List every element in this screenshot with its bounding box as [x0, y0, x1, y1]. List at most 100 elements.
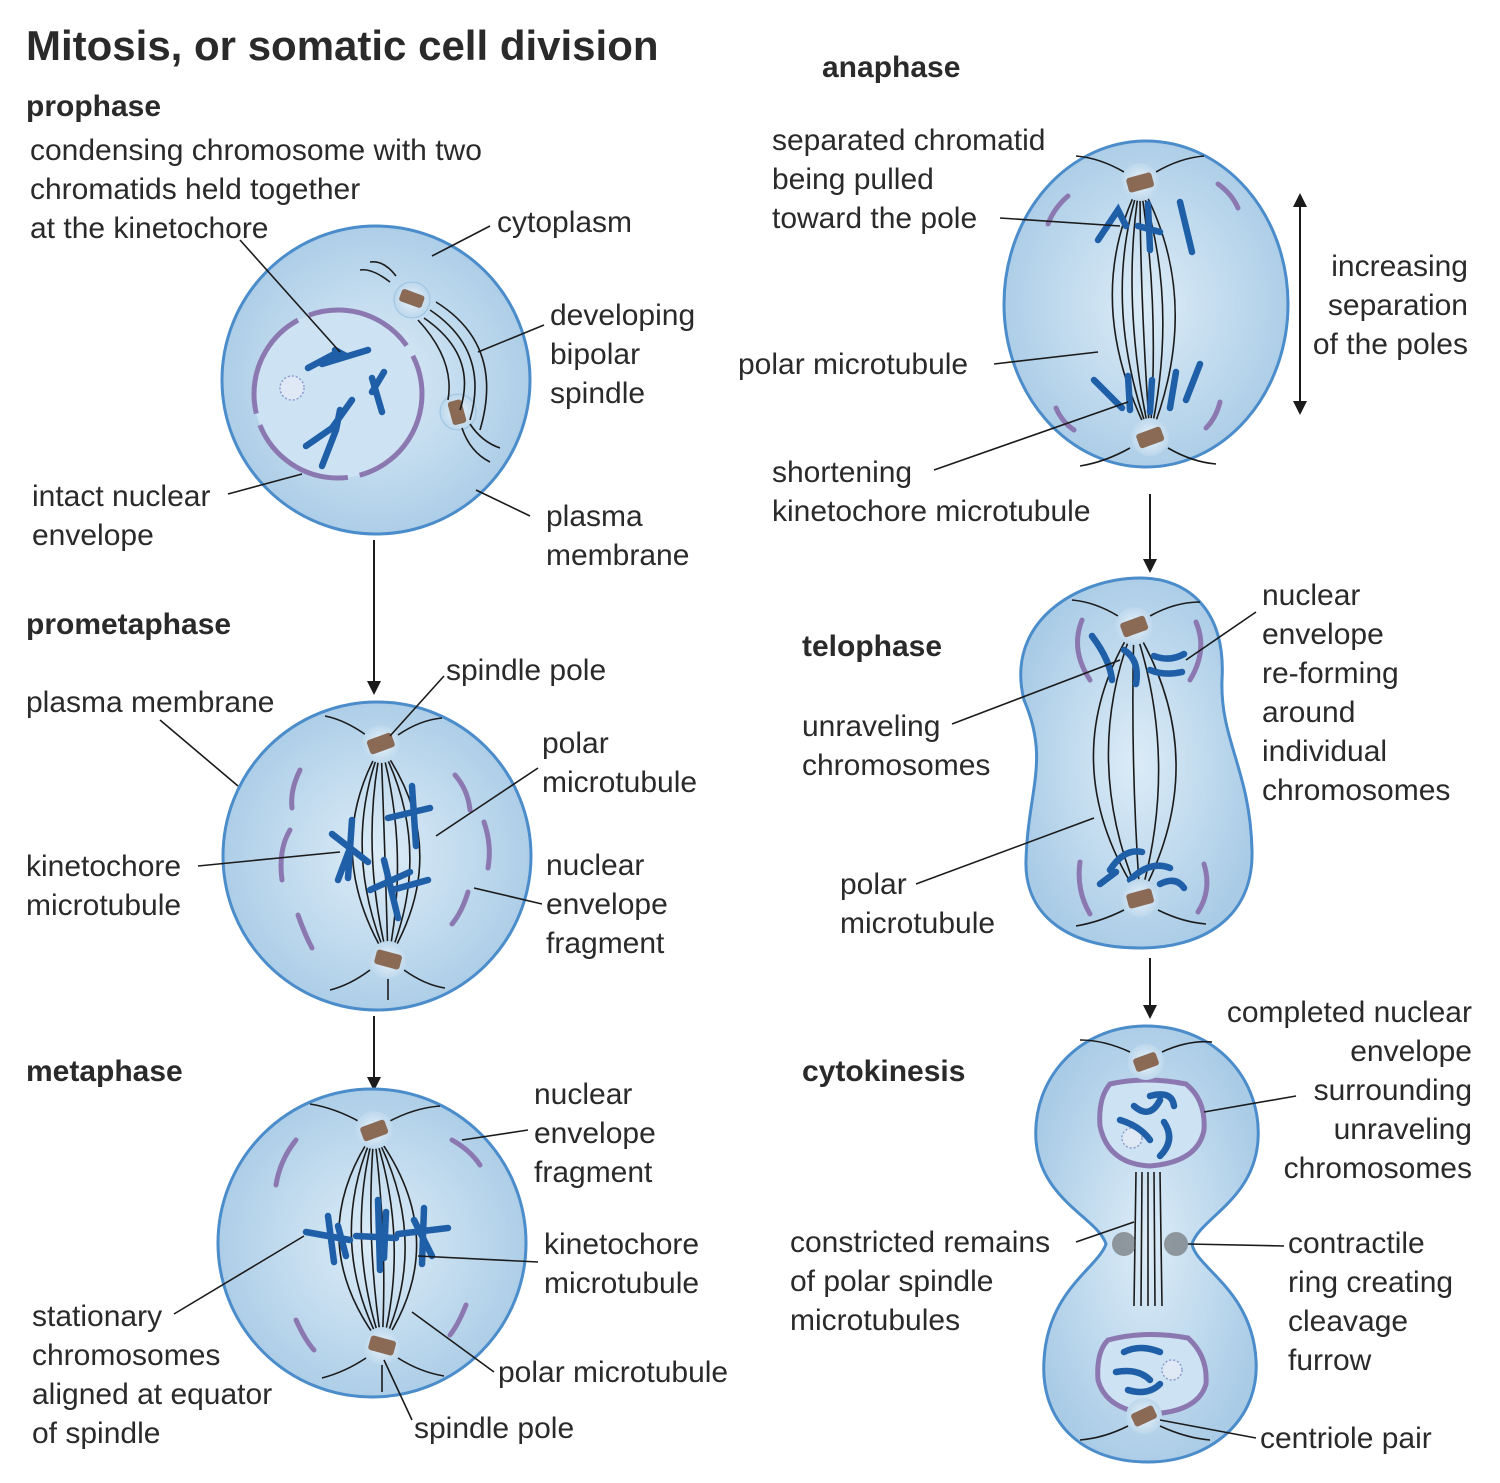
svg-text:polar: polar	[542, 727, 609, 760]
centrosome	[393, 281, 431, 319]
svg-text:microtubule: microtubule	[544, 1267, 699, 1300]
svg-text:contractile: contractile	[1288, 1227, 1425, 1260]
svg-text:of the poles: of the poles	[1313, 328, 1468, 361]
label-centriole-pair: centriole pair	[1260, 1422, 1432, 1455]
label-condensing-chromosome: condensing chromosome with two chromatid…	[30, 134, 482, 245]
leader-line	[389, 675, 445, 737]
label-kinetochore-microtubule: kinetochore microtubule	[26, 850, 181, 922]
leader-line	[417, 1255, 539, 1263]
svg-text:envelope: envelope	[1350, 1035, 1472, 1068]
label-envelope-reforming: nuclear envelope re-forming around indiv…	[1262, 579, 1450, 807]
label-nuclear-envelope-fragment: nuclear envelope fragment	[534, 1078, 656, 1189]
leader-line	[461, 1129, 529, 1141]
label-nuclear-envelope-fragment: nuclear envelope fragment	[546, 849, 668, 960]
svg-text:kinetochore: kinetochore	[26, 850, 181, 883]
metaphase-cell	[216, 1087, 528, 1399]
prometaphase-cell	[221, 700, 533, 1012]
svg-text:of polar spindle: of polar spindle	[790, 1265, 993, 1298]
leader-line	[475, 489, 531, 517]
label-developing-spindle: developing bipolar spindle	[550, 299, 695, 410]
svg-text:furrow: furrow	[1288, 1344, 1372, 1377]
leader-line	[993, 351, 1099, 365]
svg-text:microtubule: microtubule	[840, 907, 995, 940]
svg-text:kinetochore microtubule: kinetochore microtubule	[772, 495, 1091, 528]
svg-text:at the kinetochore: at the kinetochore	[30, 212, 269, 245]
label-spindle-pole: spindle pole	[414, 1412, 574, 1445]
svg-text:being pulled: being pulled	[772, 163, 934, 196]
svg-text:constricted remains: constricted remains	[790, 1226, 1050, 1259]
svg-text:envelope: envelope	[32, 519, 154, 552]
svg-text:individual: individual	[1262, 735, 1387, 768]
label-shortening-kinetochore: shortening kinetochore microtubule	[772, 456, 1091, 528]
leader-line	[197, 851, 341, 867]
svg-text:completed nuclear: completed nuclear	[1227, 996, 1472, 1029]
svg-text:nuclear: nuclear	[534, 1078, 632, 1111]
svg-text:increasing: increasing	[1331, 250, 1468, 283]
leader-line	[915, 817, 1095, 885]
svg-text:ring creating: ring creating	[1288, 1266, 1453, 1299]
diagram-title: Mitosis, or somatic cell division	[26, 22, 659, 69]
leader-line	[227, 473, 303, 495]
svg-text:bipolar: bipolar	[550, 338, 640, 371]
svg-text:chromosomes: chromosomes	[32, 1339, 220, 1372]
svg-text:unraveling: unraveling	[1334, 1113, 1472, 1146]
label-polar-microtubule: polar microtubule	[542, 727, 697, 799]
svg-text:envelope: envelope	[1262, 618, 1384, 651]
svg-text:around: around	[1262, 696, 1355, 729]
label-intact-envelope: intact nuclear envelope	[32, 480, 210, 552]
svg-text:membrane: membrane	[546, 539, 689, 572]
leader-line	[473, 887, 543, 905]
phase-heading-metaphase: metaphase	[26, 1055, 183, 1088]
phase-heading-prophase: prophase	[26, 90, 161, 123]
svg-text:chromatids held together: chromatids held together	[30, 173, 360, 206]
svg-text:microtubule: microtubule	[26, 889, 181, 922]
svg-text:fragment: fragment	[546, 927, 665, 960]
svg-text:toward the pole: toward the pole	[772, 202, 977, 235]
label-polar-microtubule: polar microtubule	[738, 348, 968, 381]
label-separated-chromatid: separated chromatid being pulled toward …	[772, 124, 1046, 235]
leader-line	[1159, 1419, 1257, 1439]
label-spindle-pole: spindle pole	[446, 654, 606, 687]
svg-text:unraveling: unraveling	[802, 710, 940, 743]
phase-heading-cytokinesis: cytokinesis	[802, 1055, 965, 1088]
label-polar-microtubule: polar microtubule	[498, 1356, 728, 1389]
centrosome	[439, 393, 477, 431]
leader-line	[239, 239, 341, 353]
leader-line	[1187, 1243, 1285, 1247]
svg-text:shortening: shortening	[772, 456, 912, 489]
phase-heading-prometaphase: prometaphase	[26, 608, 231, 641]
svg-text:kinetochore: kinetochore	[544, 1228, 699, 1261]
label-increasing-separation: increasing separation of the poles	[1313, 250, 1468, 361]
svg-text:microtubules: microtubules	[790, 1304, 960, 1337]
phase-heading-anaphase: anaphase	[822, 51, 960, 84]
svg-text:separated chromatid: separated chromatid	[772, 124, 1046, 157]
label-kinetochore-microtubule: kinetochore microtubule	[544, 1228, 699, 1300]
leader-line	[1075, 1221, 1135, 1243]
svg-text:of spindle: of spindle	[32, 1417, 160, 1450]
telophase-cell	[1019, 576, 1254, 950]
svg-text:cleavage: cleavage	[1288, 1305, 1408, 1338]
svg-text:spindle: spindle	[550, 377, 645, 410]
label-contractile-ring: contractile ring creating cleavage furro…	[1288, 1227, 1453, 1377]
svg-text:plasma: plasma	[546, 500, 643, 533]
svg-text:condensing chromosome with two: condensing chromosome with two	[30, 134, 482, 167]
svg-text:envelope: envelope	[534, 1117, 656, 1150]
svg-text:nuclear: nuclear	[1262, 579, 1360, 612]
label-stationary-chromosomes: stationary chromosomes aligned at equato…	[32, 1300, 272, 1450]
svg-text:separation: separation	[1328, 289, 1468, 322]
label-constricted-remains: constricted remains of polar spindle mic…	[790, 1226, 1050, 1337]
leader-line	[173, 1235, 305, 1315]
leader-line	[411, 1311, 495, 1373]
label-polar-microtubule: polar microtubule	[840, 868, 995, 940]
leader-line	[999, 217, 1121, 227]
leader-line	[383, 1359, 413, 1421]
label-plasma-membrane: plasma membrane	[26, 686, 274, 719]
svg-text:intact nuclear: intact nuclear	[32, 480, 210, 513]
svg-text:re-forming: re-forming	[1262, 657, 1399, 690]
svg-text:surrounding: surrounding	[1314, 1074, 1472, 1107]
label-plasma-membrane: plasma membrane	[546, 500, 689, 572]
leader-line	[951, 659, 1121, 725]
leader-line	[933, 401, 1129, 471]
leader-line	[435, 767, 539, 837]
